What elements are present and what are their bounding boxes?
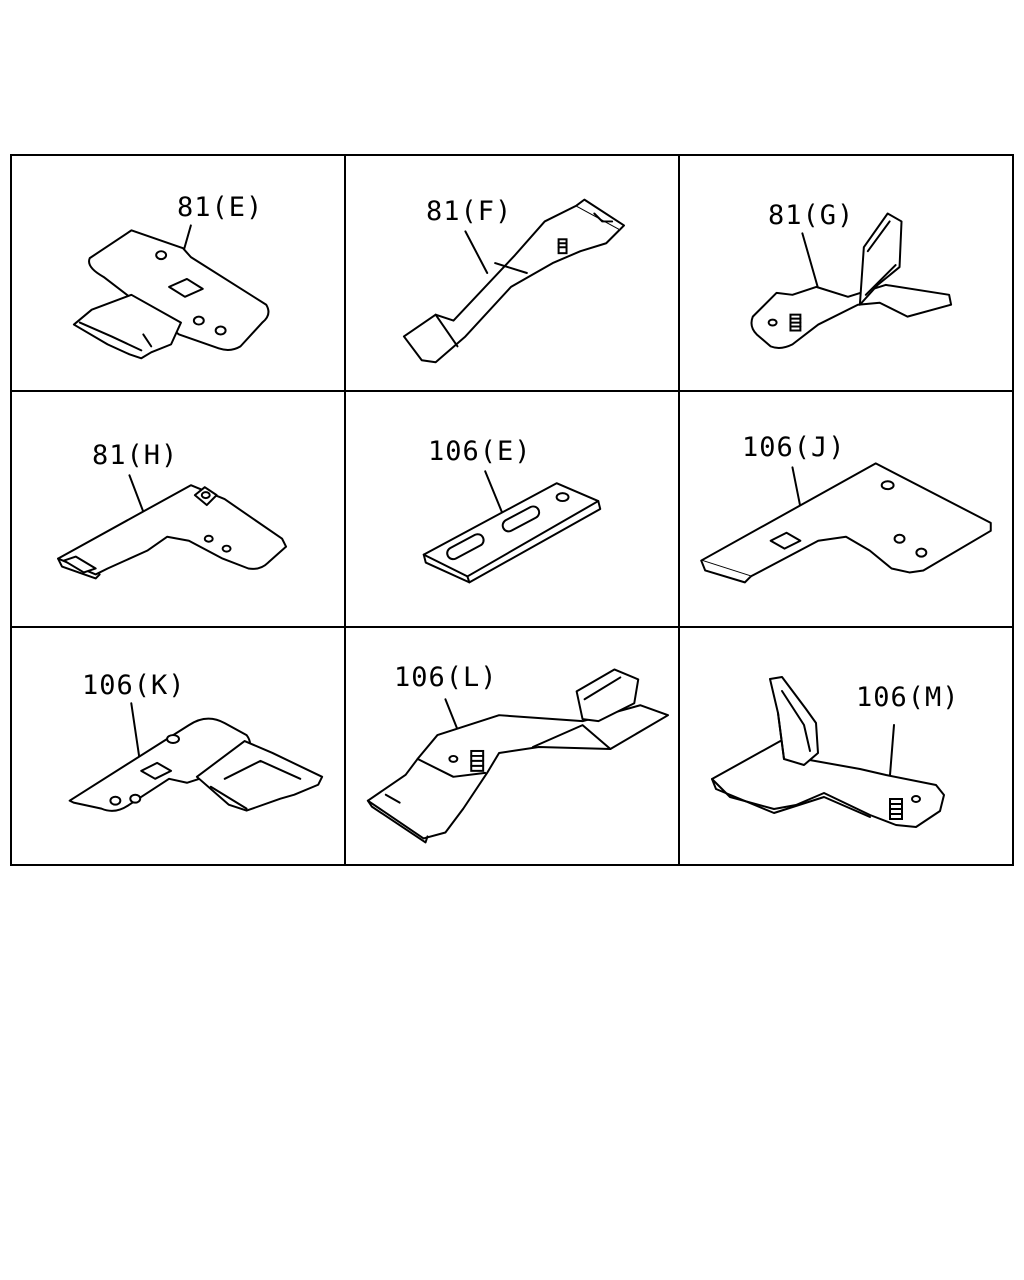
callout-label[interactable]: 81(G): [768, 200, 855, 231]
bracket-drawing: [402, 198, 626, 364]
bracket-drawing: [366, 668, 670, 844]
bracket-drawing: [750, 212, 953, 349]
part-cell-81f: 81(F): [346, 156, 680, 392]
part-cell-106j: 106(J): [680, 392, 1012, 628]
callout-label[interactable]: 106(E): [428, 436, 532, 467]
bracket-drawing: [68, 702, 324, 812]
part-cell-106e: 106(E): [346, 392, 680, 628]
part-cell-81h: 81(H): [12, 392, 346, 628]
callout-label[interactable]: 106(L): [394, 662, 498, 693]
bracket-drawing: [711, 676, 945, 828]
callout-label[interactable]: 81(F): [426, 196, 513, 227]
callout-label[interactable]: 81(H): [92, 440, 179, 471]
callout-label[interactable]: 106(J): [742, 432, 846, 463]
part-cell-106k: 106(K): [12, 628, 346, 864]
parts-grid: 81(E) 81(F) 81(G): [10, 154, 1014, 866]
bracket-drawing: [422, 470, 602, 584]
part-cell-106m: 106(M): [680, 628, 1012, 864]
callout-label[interactable]: 106(K): [82, 670, 186, 701]
part-cell-81g: 81(G): [680, 156, 1012, 392]
bracket-drawing: [57, 474, 288, 580]
part-cell-106l: 106(L): [346, 628, 680, 864]
part-cell-81e: 81(E): [12, 156, 346, 392]
callout-label[interactable]: 106(M): [856, 682, 960, 713]
bracket-drawing: [72, 224, 270, 360]
callout-label[interactable]: 81(E): [177, 192, 264, 223]
bracket-drawing: [700, 462, 992, 584]
